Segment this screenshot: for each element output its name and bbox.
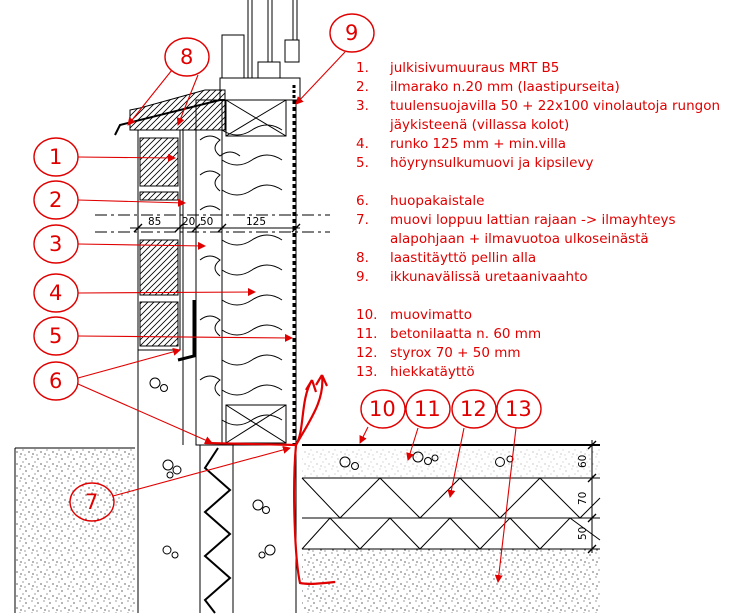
callout-6: 6 <box>49 369 62 393</box>
legend-item-text: huopakaistale <box>390 193 484 209</box>
legend-number: 5. <box>356 155 369 171</box>
callout-13: 13 <box>505 397 532 421</box>
sand-fill-right <box>302 448 600 613</box>
legend-item-text: jäykisteenä (villassa kolot) <box>389 117 569 133</box>
legend-item-text: julkisivumuuraus MRT B5 <box>389 60 559 76</box>
callout-11: 11 <box>414 397 441 421</box>
legend-number: 11. <box>356 326 377 342</box>
legend-number: 7. <box>356 212 369 228</box>
legend-number: 10. <box>356 307 377 323</box>
legend-item-text: höyrynsulkumuovi ja kipsilevy <box>390 155 593 171</box>
legend-item-text: styrox 70 + 50 mm <box>390 345 521 361</box>
legend-item-text: betonilaatta n. 60 mm <box>390 326 541 342</box>
legend-item-text: ikkunavälissä uretaanivaahto <box>390 269 588 285</box>
callout-5: 5 <box>49 324 62 348</box>
legend-number: 1. <box>356 60 369 76</box>
legend-number: 8. <box>356 250 369 266</box>
callout-10: 10 <box>369 397 396 421</box>
legend-item-text: ilmarako n.20 mm (laastipurseita) <box>390 79 620 95</box>
leader-lines <box>77 51 517 583</box>
callout-8: 8 <box>180 45 193 69</box>
timber-frame <box>195 99 297 446</box>
legend-item-text: hiekkatäyttö <box>390 364 475 380</box>
legend-number: 13. <box>356 364 377 380</box>
legend-number: 12. <box>356 345 377 361</box>
legend-number: 4. <box>356 136 369 152</box>
callout-3: 3 <box>49 232 62 256</box>
dim-20: 20 <box>182 216 195 228</box>
dimension-right: 60 70 50 <box>577 440 597 554</box>
plastic-membrane-line <box>204 374 336 585</box>
dim-85: 85 <box>148 216 161 228</box>
dim-125: 125 <box>246 216 266 228</box>
foundation-wall <box>137 350 297 614</box>
legend-number: 6. <box>356 193 369 209</box>
dimension-top: 85 20 50 125 <box>130 216 301 233</box>
legend-item-text: muovi loppuu lattian rajaan -> ilmayhtey… <box>390 212 676 228</box>
legend-item-text: alapohjaan + ilmavuotoa ulkoseinästä <box>390 231 649 247</box>
dim-50: 50 <box>200 216 213 228</box>
dim-70: 70 <box>577 492 589 505</box>
callout-12: 12 <box>460 397 487 421</box>
dim-60: 60 <box>577 455 589 468</box>
callout-7: 7 <box>85 490 98 514</box>
legend-number: 9. <box>356 269 369 285</box>
callout-1: 1 <box>49 145 62 169</box>
sand-fill-left <box>14 447 135 613</box>
callout-4: 4 <box>49 281 62 305</box>
legend-number: 2. <box>356 79 369 95</box>
floor-layers <box>301 444 601 550</box>
felt-strip <box>177 300 196 362</box>
legend-item-text: tuulensuojavilla 50 + 22x100 vinolautoja… <box>390 98 720 114</box>
brick-facade <box>137 129 197 445</box>
window-sill <box>114 0 301 136</box>
legend-number: 3. <box>356 98 369 114</box>
callout-labels: 1 2 3 4 5 6 7 8 9 10 11 12 13 <box>49 21 532 514</box>
legend-item-text: laastitäyttö pellin alla <box>390 250 536 266</box>
legend-list: 1. julkisivumuuraus MRT B5 2. ilmarako n.20… <box>356 60 720 380</box>
callout-9: 9 <box>345 21 358 45</box>
callout-2: 2 <box>49 188 62 212</box>
legend-item-text: runko 125 mm + min.villa <box>390 136 566 152</box>
zigzag-insulation <box>203 447 232 614</box>
legend-item-text: muovimatto <box>390 307 472 323</box>
dim-50-right: 50 <box>577 527 589 540</box>
